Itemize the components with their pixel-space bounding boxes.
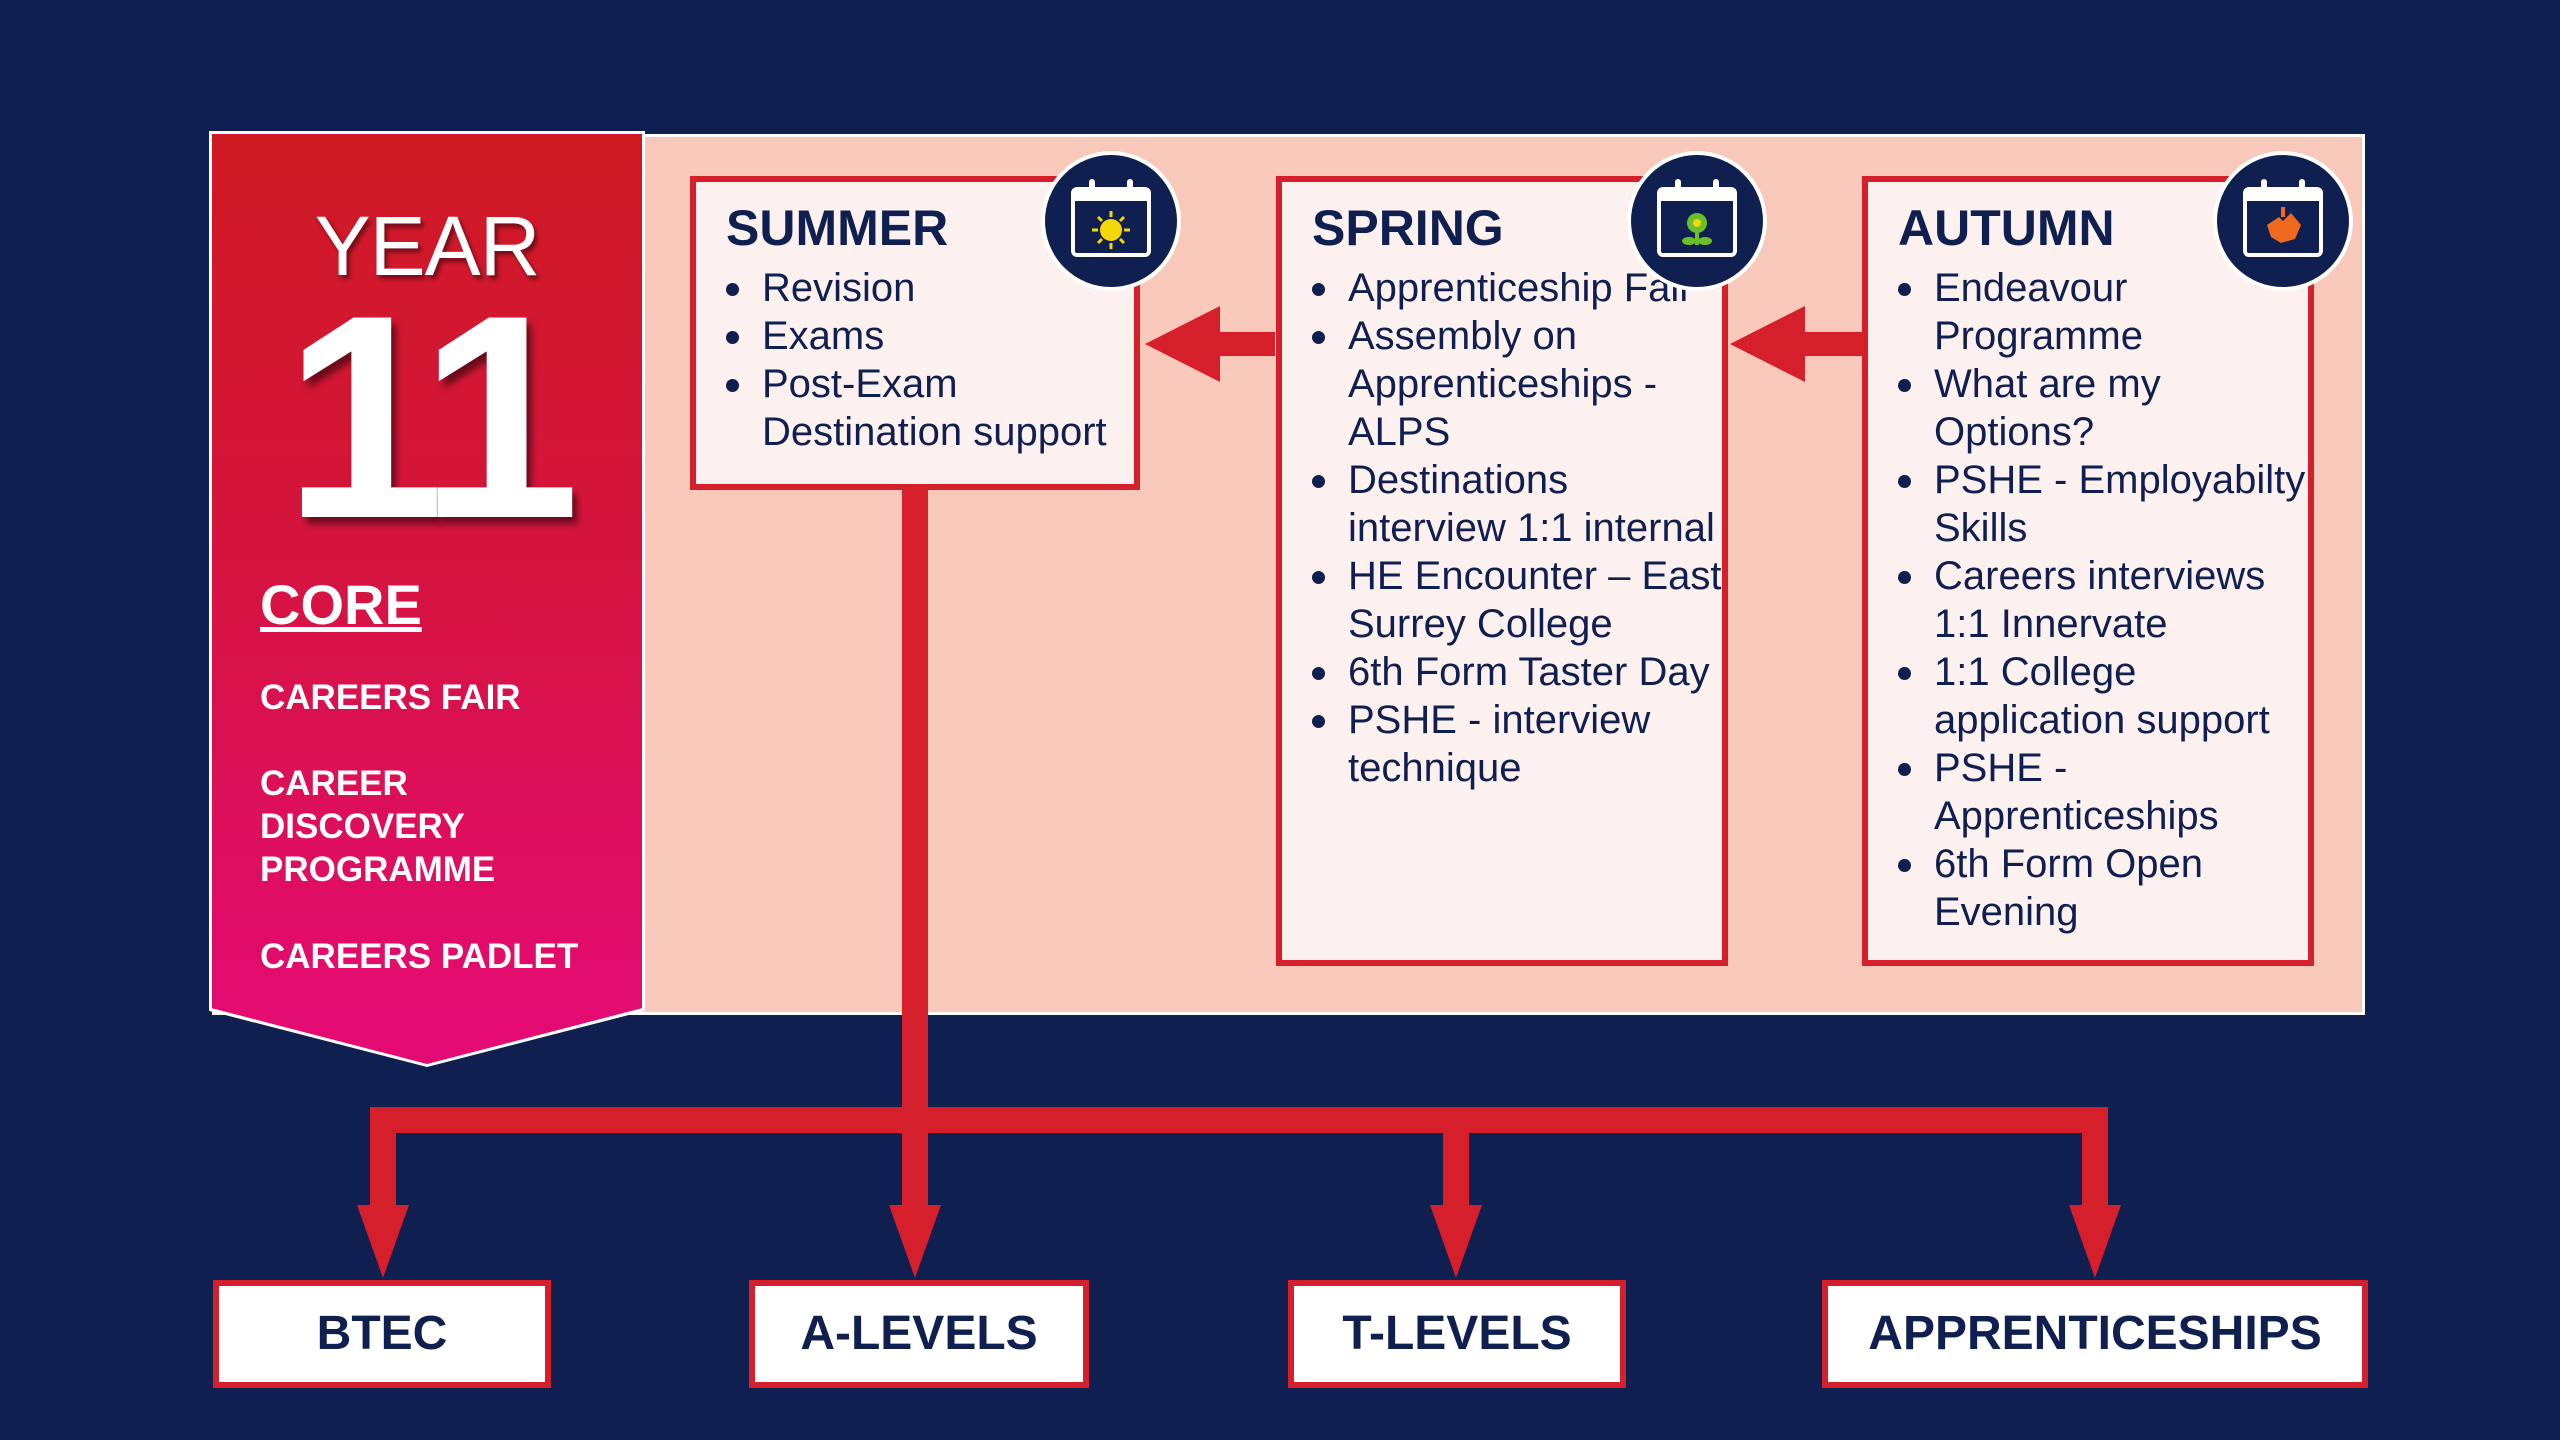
arrowhead-alevels (889, 1205, 941, 1278)
list-item: Careers interviews 1:1 Innervate (1890, 552, 2308, 648)
list-item: 1:1 College application support (1890, 648, 2308, 744)
destination-btec: BTEC (213, 1280, 551, 1388)
leaf-calendar-icon (2213, 151, 2353, 291)
core-item-careers-fair: CAREERS FAIR (260, 678, 521, 717)
sun-calendar-icon (1041, 151, 1181, 291)
drop-tlevels (1443, 1107, 1469, 1215)
arrowhead-tlevels (1430, 1205, 1482, 1278)
year-banner (212, 134, 642, 1064)
arrowhead-apprenticeships (2069, 1205, 2121, 1278)
list-item: PSHE - Apprenticeships (1890, 744, 2308, 840)
autumn-card: AUTUMN Endeavour Programme What are my O… (1862, 176, 2314, 966)
arrowhead-btec (357, 1205, 409, 1278)
list-item: 6th Form Taster Day (1304, 648, 1722, 696)
autumn-title: AUTUMN (1898, 200, 2115, 256)
summer-title: SUMMER (726, 200, 949, 256)
destination-apprenticeships: APPRENTICESHIPS (1822, 1280, 2368, 1388)
autumn-list: Endeavour Programme What are my Options?… (1890, 264, 2308, 936)
flower-calendar-icon (1627, 151, 1767, 291)
summer-list: Revision Exams Post-Exam Destination sup… (718, 264, 1134, 456)
list-item: Assembly on Apprenticeships - ALPS (1304, 312, 1722, 456)
list-item: 6th Form Open Evening (1890, 840, 2308, 936)
autumn-to-spring-arrowhead (1730, 306, 1805, 382)
destination-alevels: A-LEVELS (749, 1280, 1089, 1388)
list-item: PSHE - interview technique (1304, 696, 1722, 792)
spring-card: SPRING Apprenticeship Fair Assembly on A… (1276, 176, 1728, 966)
list-item: What are my Options? (1890, 360, 2308, 456)
destination-tlevels: T-LEVELS (1288, 1280, 1626, 1388)
spring-list: Apprenticeship Fair Assembly on Apprenti… (1304, 264, 1722, 792)
list-item: HE Encounter – East Surrey College (1304, 552, 1722, 648)
spring-to-summer-arrowhead (1145, 306, 1220, 382)
list-item: Post-Exam Destination support (718, 360, 1134, 456)
list-item: PSHE - Employabilty Skills (1890, 456, 2308, 552)
year-label: YEAR (314, 199, 541, 293)
list-item: Endeavour Programme (1890, 264, 2308, 360)
summer-down-line (902, 488, 928, 1138)
core-item-careers-padlet: CAREERS PADLET (260, 937, 579, 976)
drop-btec (370, 1107, 396, 1215)
drop-apprenticeships (2082, 1107, 2108, 1215)
distribution-bar (370, 1107, 2108, 1133)
spring-title: SPRING (1312, 200, 1504, 256)
list-item: Apprenticeship Fair (1304, 264, 1722, 312)
drop-alevels (902, 1107, 928, 1215)
year-number: 11 (283, 255, 581, 579)
list-item: Revision (718, 264, 1134, 312)
core-title: CORE (260, 573, 422, 636)
core-item-career-discovery: CAREER DISCOVERY PROGRAMME (260, 764, 496, 889)
list-item: Destinations interview 1:1 internal (1304, 456, 1722, 552)
list-item: Exams (718, 312, 1134, 360)
